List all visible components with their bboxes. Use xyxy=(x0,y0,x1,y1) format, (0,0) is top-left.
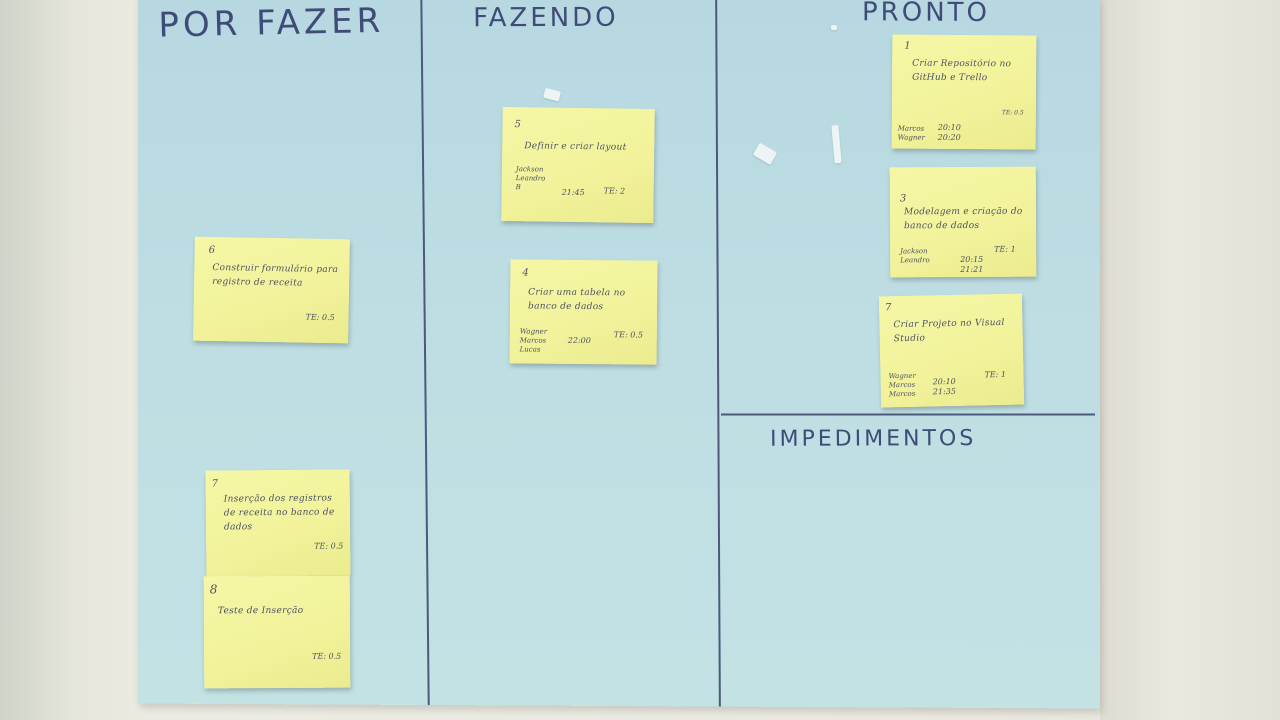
note-estimate: TE: 2 xyxy=(603,186,626,196)
sticky-note-4: 4 Criar uma tabela no banco de dados Wag… xyxy=(509,259,658,365)
note-number: 4 xyxy=(522,267,529,279)
note-task: Modelagem e criação do banco de dados xyxy=(903,206,1023,232)
note-number: 3 xyxy=(899,193,907,205)
note-estimate: TE: 0.5 xyxy=(312,651,342,661)
column-title-fazendo: FAZENDO xyxy=(473,2,619,34)
note-assignees: Marcos Wagner xyxy=(897,124,925,142)
note-task: Teste de Inserção xyxy=(217,605,304,617)
note-task: Criar Projeto no Visual Studio xyxy=(893,317,1005,345)
divider-doing-done xyxy=(715,0,721,707)
note-estimate: TE: 1 xyxy=(994,244,1016,254)
note-number: 7 xyxy=(884,302,892,314)
note-estimate: TE: 0.5 xyxy=(314,541,344,551)
note-estimate: TE: 0.5 xyxy=(613,330,643,340)
tape-piece xyxy=(831,124,842,164)
column-title-pronto: PRONTO xyxy=(862,0,991,28)
note-times: 20:15 21:21 xyxy=(960,254,984,275)
note-number: 1 xyxy=(904,40,911,52)
sticky-note-8: 8 Teste de Inserção TE: 0.5 xyxy=(203,575,351,689)
sticky-note-5: 5 Definir e criar layout Jackson Leandro… xyxy=(501,106,655,224)
column-title-impedimentos: IMPEDIMENTOS xyxy=(770,426,977,452)
note-number: 8 xyxy=(209,582,218,597)
note-assignees: Wagner Marcos Lucas xyxy=(519,327,548,354)
note-number: 7 xyxy=(211,478,219,490)
note-task: Definir e criar layout xyxy=(524,141,627,153)
note-times: 20:10 21:35 xyxy=(932,376,957,397)
note-times: 20:10 20:20 xyxy=(937,122,961,142)
note-times: 22:00 xyxy=(567,335,591,346)
note-times: 21:45 xyxy=(561,187,585,198)
divider-done-impediments xyxy=(720,413,1096,416)
sticky-note-6: 6 Construir formulário para registro de … xyxy=(193,236,350,344)
sticky-note-7-todo: 7 Inserção dos registros de receita no b… xyxy=(205,469,351,577)
note-assignees: Wagner Marcos Marcos xyxy=(888,371,916,399)
note-task: Criar Repositório no GitHub e Trello xyxy=(912,58,1012,84)
note-assignees: Jackson Leandro B xyxy=(515,165,546,192)
column-title-por-fazer: POR FAZER xyxy=(158,0,385,46)
wall-background xyxy=(1100,0,1280,720)
note-task: Criar uma tabela no banco de dados xyxy=(528,287,626,313)
note-task: Construir formulário para registro de re… xyxy=(212,262,339,289)
note-estimate: TE: 0.5 xyxy=(1001,109,1024,117)
sticky-note-1: 1 Criar Repositório no GitHub e Trello T… xyxy=(891,34,1037,150)
note-task: Inserção dos registros de receita no ban… xyxy=(223,493,335,533)
note-number: 6 xyxy=(208,244,216,257)
tape-piece xyxy=(831,25,837,31)
divider-todo-doing xyxy=(420,0,430,705)
note-assignees: Jackson Leandro xyxy=(900,247,930,265)
sticky-note-7-done: 7 Criar Projeto no Visual Studio Wagner … xyxy=(878,293,1025,408)
tape-piece xyxy=(752,142,778,165)
note-estimate: TE: 1 xyxy=(984,369,1007,380)
note-number: 5 xyxy=(514,119,522,131)
note-estimate: TE: 0.5 xyxy=(305,312,335,323)
tape-piece xyxy=(542,87,562,102)
sticky-note-3: 3 Modelagem e criação do banco de dados … xyxy=(889,166,1037,278)
